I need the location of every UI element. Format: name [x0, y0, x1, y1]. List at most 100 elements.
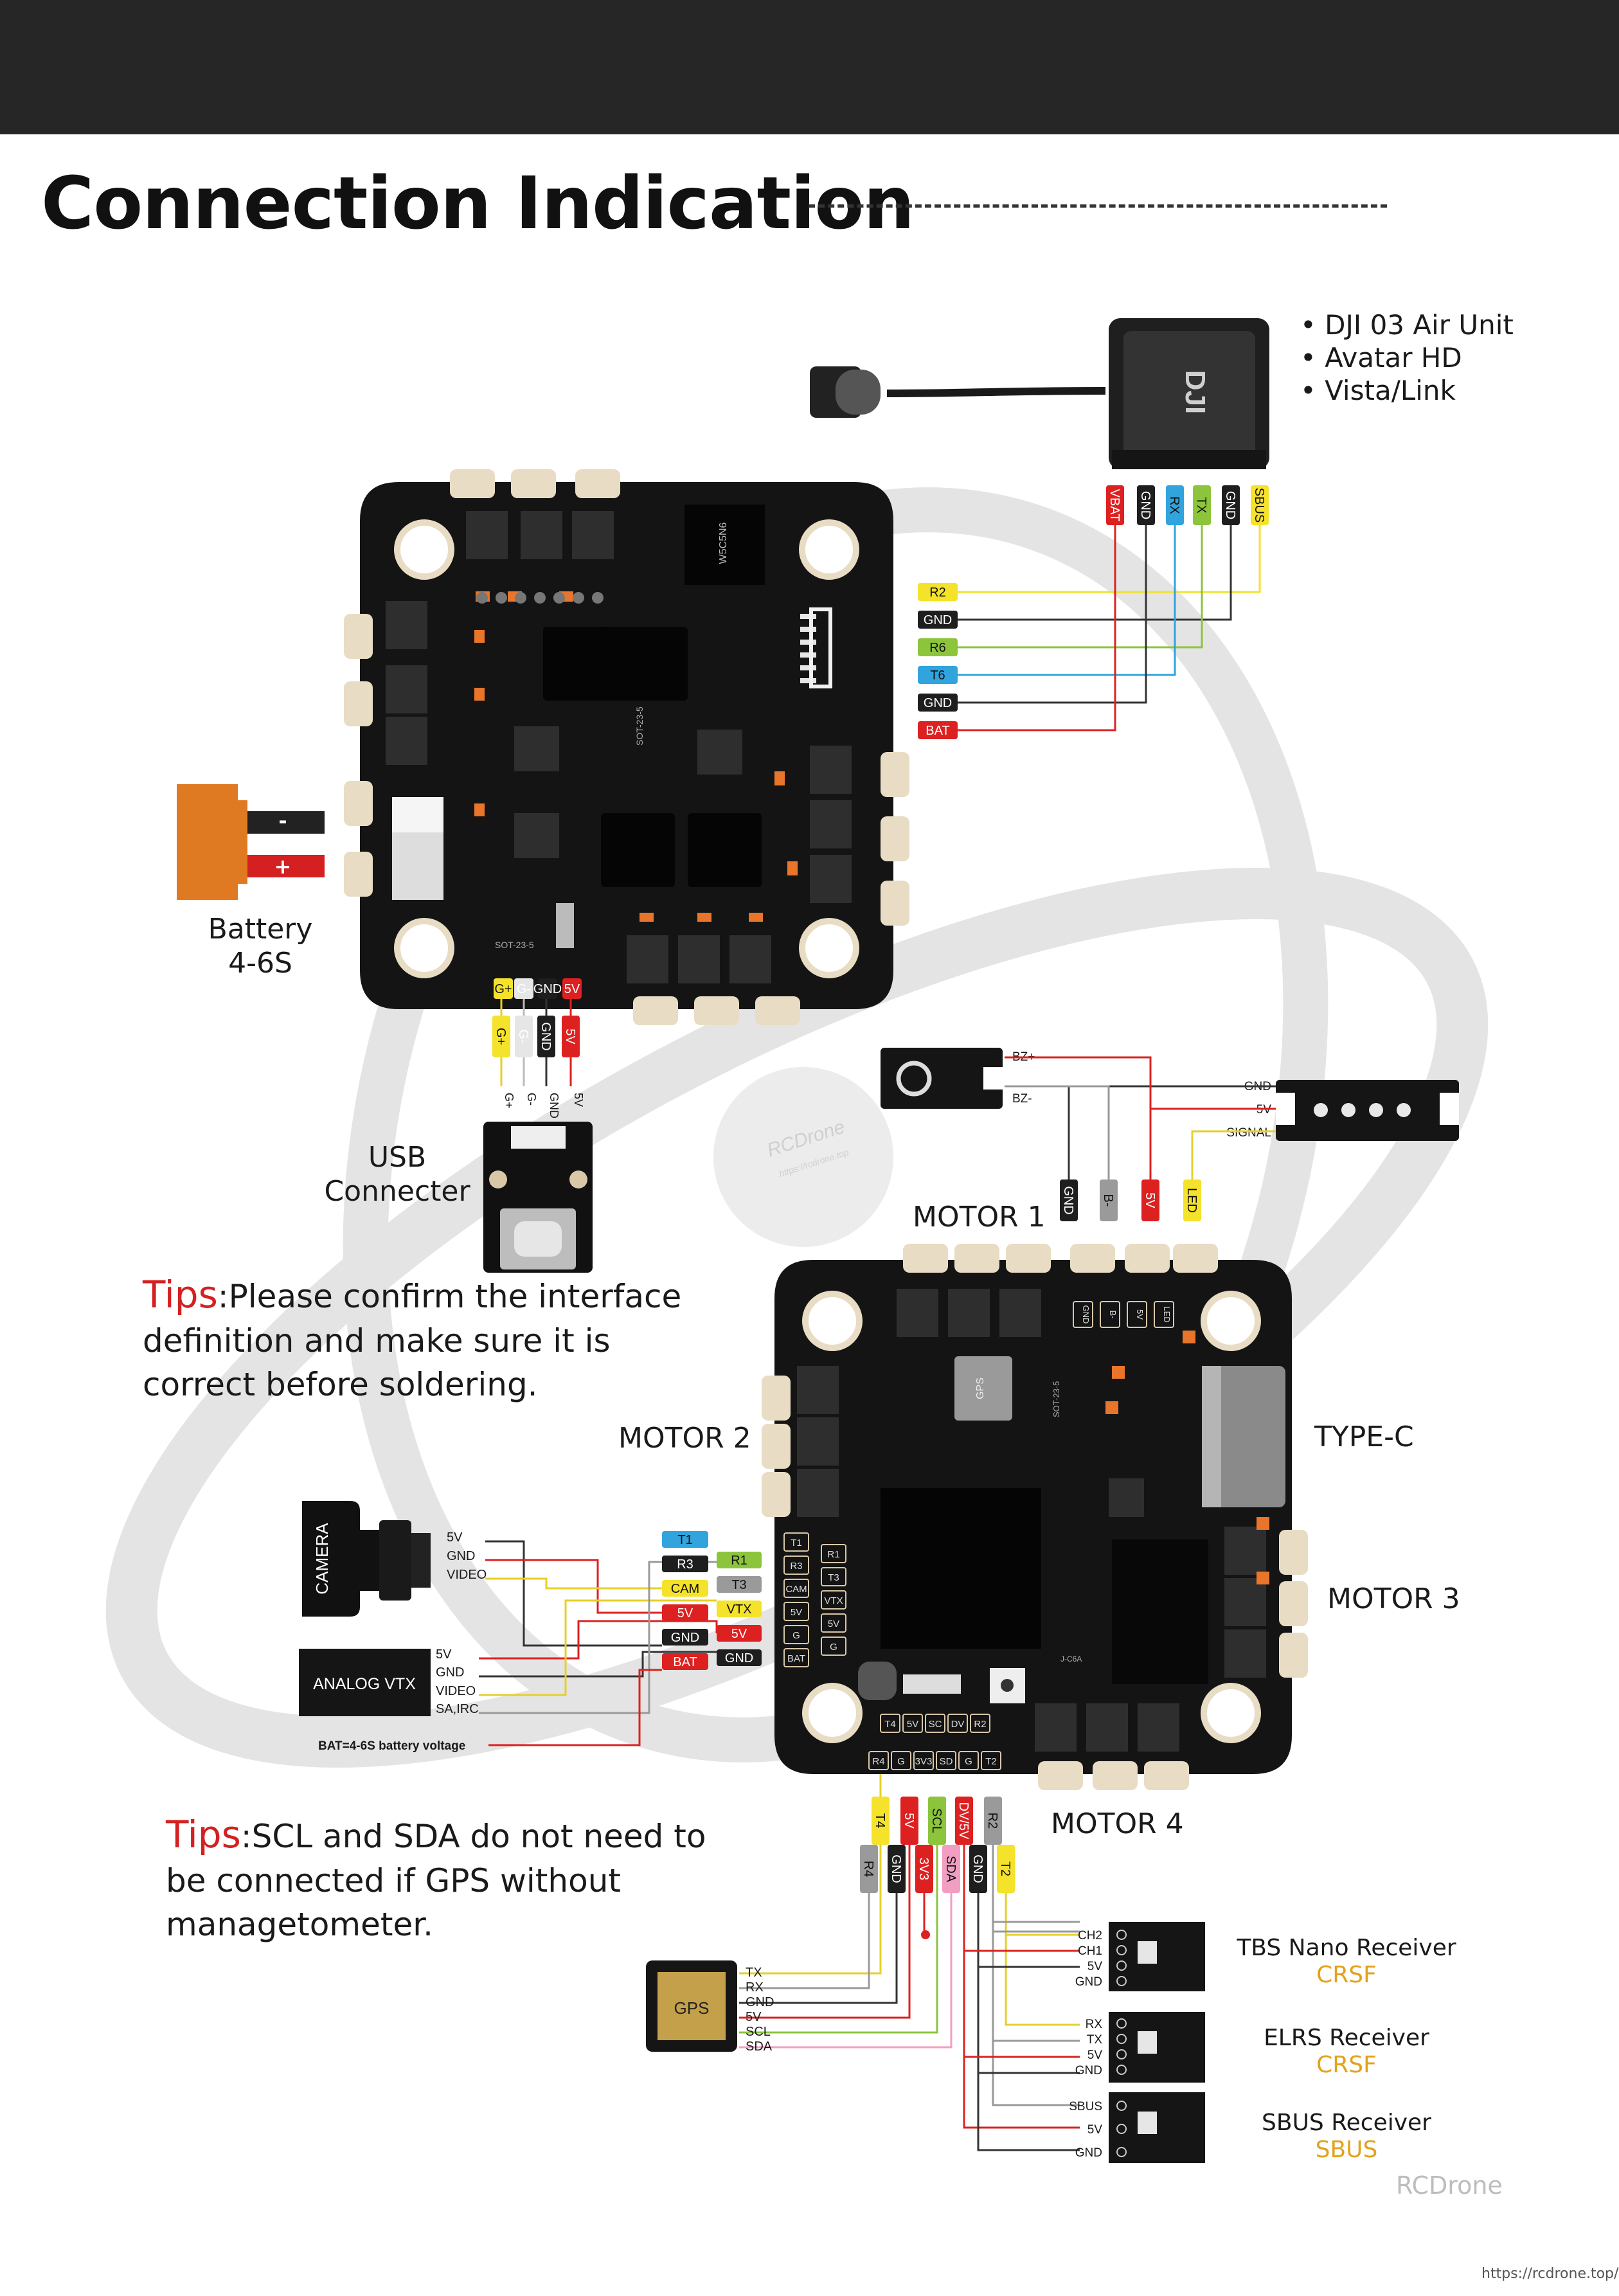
bat-note: BAT=4-6S battery voltage [318, 1739, 465, 1753]
gps-label: GPS [674, 1998, 710, 2018]
dji-air-unit: DJI [810, 318, 1269, 469]
dji-pin-gnd-1-bg [1137, 485, 1155, 525]
fc-top-pad-gnd-4-text: GND [924, 696, 952, 710]
dji-model-2: • Avatar HD [1300, 342, 1462, 374]
fc-top-pad-gnd-1: GND [918, 611, 958, 629]
fc-bot-left-pad-text-4: G [792, 1630, 800, 1641]
fc-top-bottom-pad-2-text: GND [533, 982, 562, 996]
fc-bot-row1-pad-text-1: 5V [907, 1719, 918, 1730]
left-tag-bat-5-bg [662, 1653, 708, 1670]
fc-top-bottom-pad-1-text: G- [517, 982, 531, 996]
fc-bot-top-pad-3: LED [1154, 1301, 1174, 1328]
fc-bot-row1-pad-2: SC [925, 1714, 945, 1733]
battery-connector: - + [177, 784, 325, 900]
usb-tab-0-text: G+ [494, 1028, 508, 1045]
left-tag-bat-5-text: BAT [673, 1655, 697, 1669]
fc-bot-right-pad-text-0: R1 [827, 1549, 839, 1560]
fc-top-pad-gnd-1-text: GND [924, 613, 952, 627]
svg-text:GPS: GPS [975, 1377, 986, 1399]
dji-pin-vbat-0-text: VBAT [1107, 489, 1122, 522]
gps-pin-3: 5V [746, 2010, 762, 2024]
fc-bot-top-pad-2: 5V [1127, 1301, 1147, 1328]
receiver-protocol-2: SBUS [1315, 2137, 1378, 2163]
fc-bot-row2-pad-0: R4 [868, 1751, 889, 1770]
fc-bot-top-pad-text-1: B- [1108, 1311, 1118, 1319]
dji-pin-rx-2-text: RX [1167, 496, 1181, 514]
right-tag-t3-1-bg [717, 1576, 762, 1593]
fc-top-pad-t6-3-text: T6 [930, 668, 945, 683]
dji-wire-2 [958, 525, 1203, 649]
right-tag-r1-0-bg [717, 1552, 762, 1568]
left-tag-cam-2: CAM [662, 1580, 708, 1597]
fc-top-pad-t6-3: T6 [918, 666, 958, 684]
tips1-line1: :Please confirm the interface [217, 1278, 682, 1315]
fc-top-chip-mark-2: SOT-23-5 [634, 706, 645, 746]
rx0-pin-0: CH2 [1078, 1929, 1102, 1942]
usb-label: USB Connecter [314, 1141, 481, 1209]
elrs-rx-wire [1005, 1893, 1080, 2026]
fc-bot-row2-pad-5: T2 [981, 1751, 1001, 1770]
bottom-tag-low-1-text: GND [889, 1854, 903, 1883]
vtx-pin-2: VIDEO [436, 1684, 476, 1698]
usb-tab-0-bg [492, 1016, 510, 1057]
vtx-pin-0: 5V [436, 1647, 452, 1662]
left-tag-cam-2-bg [662, 1580, 708, 1597]
gps-pin-0: TX [746, 1966, 762, 1980]
dji-pin-gnd-4-text: GND [1223, 491, 1237, 519]
tips2-line3: managetometer. [166, 1905, 434, 1943]
tips-gps: Tips:SCL and SDA do not need to be conne… [166, 1809, 706, 1946]
usb-lbl-1: G- [525, 1093, 538, 1106]
fc-top-bottom-pad-1: G- [514, 978, 533, 999]
gps-pin-1: RX [746, 1980, 764, 1995]
motor1-tab-3-text: LED [1185, 1188, 1199, 1213]
bottom-tag-top-2-text: SCL [929, 1808, 944, 1833]
motor2-label: MOTOR 2 [618, 1422, 751, 1455]
right-tag-gnd-4: GND [717, 1649, 762, 1666]
dji-pin-sbus-5-bg [1251, 485, 1269, 525]
fc-bot-row1-pad-text-3: DV [951, 1719, 965, 1730]
receiver-name-2: SBUS Receiver [1262, 2110, 1431, 2136]
bottom-tag-top-1-bg [900, 1797, 918, 1845]
gps-5v-wire [739, 1845, 911, 2019]
battery-plus: + [274, 854, 292, 879]
bottom-tag-top-0-bg [872, 1797, 890, 1845]
left-tag-bat-5: BAT [662, 1653, 708, 1670]
vtx-pin-1: GND [436, 1665, 464, 1680]
fc-bot-chip-mark: SOT-23-5 [1051, 1381, 1061, 1417]
fc-top-bottom-pad-0: G+ [494, 978, 513, 999]
battery-label: Battery 4-6S [199, 913, 321, 981]
fc-bot-row1-pad-3: DV [947, 1714, 968, 1733]
gps-pin-2: GND [746, 1995, 774, 2009]
bottom-tag-low-1: GND [888, 1845, 906, 1893]
gps-tx-wire [739, 1774, 882, 1975]
receiver-protocol-0: CRSF [1316, 1962, 1377, 1988]
fc-top-pad-bat-5-bg [918, 721, 958, 739]
fc-bot-right-pad-text-1: T3 [828, 1572, 839, 1583]
motor1-tab-2-bg [1141, 1179, 1159, 1221]
fc-bot-row2-pad-text-2: 3V3 [915, 1756, 933, 1767]
fc-top-pad-gnd-1-bg [918, 611, 958, 629]
bottom-tag-low-0-bg [860, 1845, 878, 1893]
bottom-tag-low-5-text: T2 [998, 1861, 1012, 1876]
right-tag-vtx-2-bg [717, 1601, 762, 1617]
sbus-5v-wire [963, 1845, 1080, 2129]
usb-tab-1-text: G- [516, 1029, 530, 1043]
bottom-tag-top-3-text: DV/5V [956, 1802, 971, 1840]
bottom-tag-top-4-text: R2 [985, 1813, 999, 1829]
dji-pin-tx-3-text: TX [1194, 497, 1208, 514]
fc-top-pad-r2-0: R2 [918, 583, 958, 601]
usb-tab-3-text: 5V [563, 1028, 577, 1045]
fc-top-bottom-pad-0-bg [494, 978, 513, 999]
bottom-tag-top-4: R2 [984, 1797, 1002, 1845]
rx1-pin-2: 5V [1087, 2049, 1103, 2062]
left-tag-gnd-4: GND [662, 1629, 708, 1646]
fc-bot-row1-pad-4: R2 [970, 1714, 990, 1733]
fc-bot-right-pad-text-4: G [830, 1642, 837, 1653]
m1-wire-bzp [1005, 1056, 1152, 1179]
buzzer [881, 1048, 1003, 1109]
usb-tab-3: 5V [562, 1016, 580, 1057]
led-strip [1276, 1080, 1459, 1141]
bottom-tag-low-3: SDA [942, 1845, 960, 1893]
usb-tab-0: G+ [492, 1016, 510, 1057]
